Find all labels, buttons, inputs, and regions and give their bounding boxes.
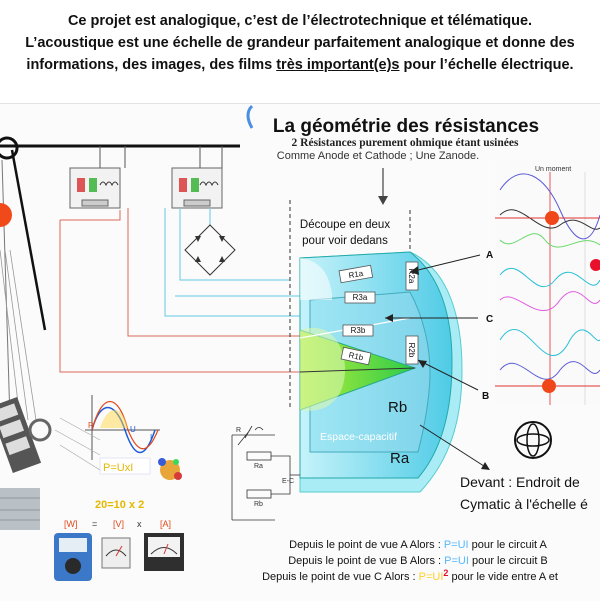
front-label-1: Devant : Endroit de — [460, 474, 580, 490]
header-text: Ce projet est analogique, c’est de l’éle… — [0, 10, 600, 76]
wave-i-label: I — [150, 433, 152, 442]
formula-pui: P=UxI — [103, 462, 133, 474]
header-line-3-underlined: très important(e)s — [276, 57, 400, 73]
point-a-label: A — [486, 250, 493, 261]
wave-u-label: U — [130, 425, 136, 434]
small-circuit — [231, 425, 300, 521]
circuit-ra: Ra — [254, 463, 263, 470]
bridge-rectifier — [184, 224, 236, 276]
view-a-line: Depuis le point de vue A Alors : P=UI po… — [289, 539, 547, 551]
relay-1 — [69, 146, 126, 209]
film-reel-icon — [0, 396, 52, 474]
header-line-2: L’acoustique est une échelle de grandeur… — [25, 35, 575, 51]
resistor-r3a: R3a — [353, 293, 368, 302]
metal-rail-image — [0, 488, 40, 530]
resistor-r2b: R2b — [407, 343, 416, 358]
resistor-labels: R1a R3a R2a R3b R1b R2b — [338, 261, 419, 366]
resistor-r1a: R1a — [348, 269, 365, 281]
unit-w: [W] — [64, 519, 78, 529]
oscillogram: Un moment — [495, 160, 600, 405]
unit-v: [V] — [113, 519, 124, 529]
resistor-r3b: R3b — [351, 326, 366, 335]
view-c-line: Depuis le point de vue C Alors : P=UI2 p… — [262, 568, 558, 583]
diagram-subtitle: 2 Résistances purement ohmique étant usi… — [292, 137, 519, 149]
gears-icon — [158, 458, 182, 480]
multimeter-icon — [54, 533, 92, 581]
wave-p-label: P — [88, 421, 93, 430]
unit-labels: [W] = [V] x [A] — [64, 519, 171, 529]
space-capacitive-label: Espace-capacitif — [320, 431, 397, 443]
point-c-label: C — [486, 314, 493, 325]
unit-x: x — [137, 519, 142, 529]
header-line-3: informations, des images, des films très… — [0, 54, 600, 76]
front-label-2: Cymatic à l'échelle é — [460, 496, 588, 512]
power-wave-chart: P U I — [54, 395, 160, 471]
diagram-title: La géométrie des résistances — [273, 116, 539, 137]
view-b-line: Depuis le point de vue B Alors : P=UI po… — [288, 555, 548, 567]
cymatic-pattern — [514, 421, 552, 459]
ammeter-icon — [144, 533, 184, 571]
point-markers: A C B — [385, 250, 493, 402]
ra-label: Ra — [390, 450, 410, 467]
resistor-r2a: R2a — [407, 269, 416, 284]
header-line-1: Ce projet est analogique, c’est de l’éle… — [67, 13, 533, 29]
cut-label-2: pour voir dedans — [302, 235, 388, 247]
cut-label-1: Découpe en deux — [300, 219, 390, 231]
circuit-r: R — [236, 427, 241, 434]
circuit-rb: Rb — [254, 501, 263, 508]
cylinder-geometry — [299, 251, 463, 493]
circuit-ec: E-C — [282, 478, 294, 485]
point-b-label: B — [482, 391, 489, 402]
header-line-3-start: informations, des images, des films — [26, 57, 277, 73]
voltmeter-icon — [101, 537, 131, 569]
relay-2 — [171, 146, 223, 209]
unit-eq: = — [92, 519, 97, 529]
red-ball — [0, 203, 12, 227]
formula-20: 20=10 x 2 — [95, 499, 144, 511]
unit-a: [A] — [160, 519, 171, 529]
diagram-subtitle-2: Comme Anode et Cathode ; Une Zanode. — [277, 150, 479, 162]
resistor-r1b: R1b — [348, 351, 365, 363]
header-line-3-end: pour l’échelle électrique. — [399, 57, 574, 73]
arc-symbol — [246, 104, 254, 129]
rb-label: Rb — [388, 399, 407, 416]
moment-label: Un moment — [535, 166, 571, 173]
